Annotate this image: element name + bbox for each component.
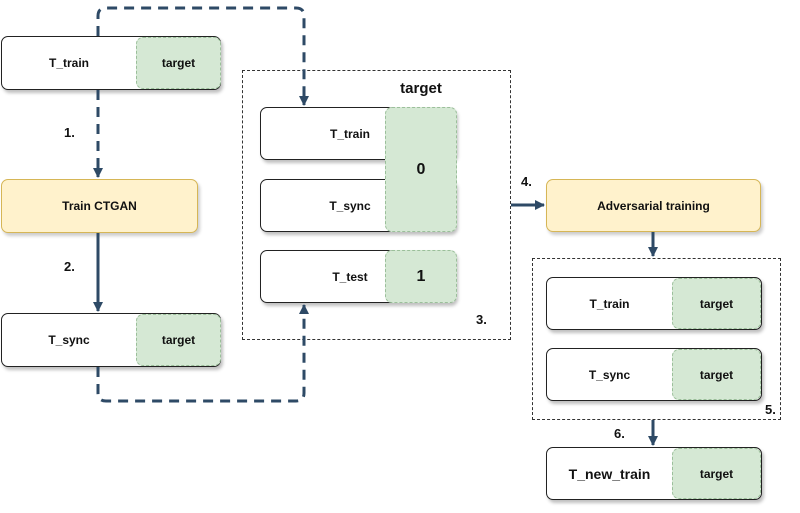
- step-6-label: 6.: [614, 426, 625, 441]
- mid-t-sync-label: T_sync: [329, 198, 371, 213]
- step-4-label: 4.: [521, 174, 532, 189]
- right-t-train-target-cell: target: [672, 278, 761, 329]
- t-sync-label: T_sync: [48, 333, 90, 347]
- step-1-label: 1.: [64, 125, 75, 140]
- t-train-box: T_train target: [1, 36, 221, 90]
- right-t-sync-target-cell: target: [672, 349, 761, 400]
- t-sync-target-cell: target: [136, 314, 221, 366]
- label-one-cell: 1: [385, 250, 457, 303]
- step-2-label: 2.: [64, 259, 75, 274]
- step-5-label: 5.: [765, 402, 776, 417]
- result-group: [532, 258, 781, 420]
- target-column-header: target: [400, 79, 442, 97]
- right-t-train-label: T_train: [589, 296, 630, 311]
- step-3-label: 3.: [476, 312, 487, 327]
- t-sync-box: T_sync target: [1, 313, 221, 367]
- t-train-target-cell: target: [136, 37, 221, 89]
- right-t-sync-box: T_sync target: [546, 348, 762, 401]
- mid-t-test-label: T_test: [332, 269, 368, 284]
- t-new-train-label: T_new_train: [568, 465, 651, 482]
- t-new-train-target-cell: target: [672, 448, 761, 499]
- t-train-label: T_train: [48, 56, 89, 70]
- training-set-group: [242, 70, 511, 340]
- t-new-train-box: T_new_train target: [546, 447, 762, 500]
- label-zero-cell: 0: [385, 107, 457, 232]
- right-t-sync-label: T_sync: [588, 367, 631, 382]
- adversarial-training-box: Adversarial training: [546, 179, 761, 232]
- train-ctgan-box: Train CTGAN: [1, 179, 198, 233]
- right-t-train-box: T_train target: [546, 277, 762, 330]
- mid-t-train-label: T_train: [329, 126, 370, 141]
